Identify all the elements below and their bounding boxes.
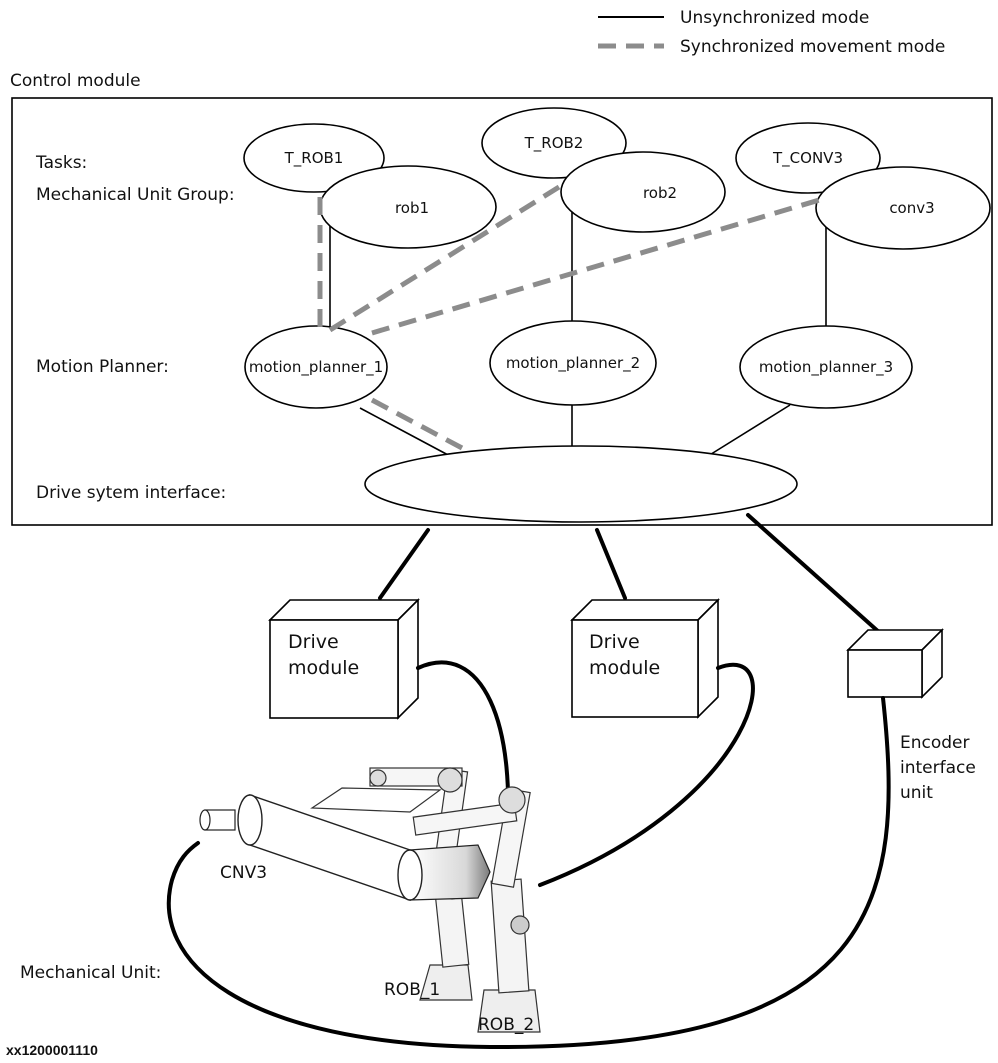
task-label-3: T_CONV3 [772,149,843,168]
encoder-interface-unit [846,628,944,699]
sync-links [317,179,827,451]
legend-sync-label: Synchronized movement mode [680,37,945,57]
task-label-2: T_ROB2 [524,134,584,153]
planner-label-1: motion_planner_1 [249,358,383,377]
legend: Unsynchronized mode Synchronized movemen… [598,8,945,57]
drive-module-2: Drive module [570,598,720,719]
rob2-label: ROB_2 [478,1015,534,1035]
encoder-label-line3: unit [900,783,933,803]
figure-id: xx1200001110 [6,1042,98,1058]
planner-node-3 [739,325,913,409]
link-planner3-drive [707,404,791,457]
sync-link-drive [370,397,464,451]
cable-dm2-rob2 [538,662,755,887]
encoder-label-line2: interface [900,758,976,778]
drive-module-1-line2: module [288,657,359,679]
link-planner1-drive [359,407,451,457]
mechanical-unit-label: Mechanical Unit: [20,963,161,983]
conveyor-label: CNV3 [220,863,267,883]
cable-drive-module-1 [378,528,430,600]
mechanical-units-illustration [199,767,541,1033]
group-label-1: rob1 [395,199,429,217]
task-label-1: T_ROB1 [284,149,344,168]
control-module-title: Control module [10,71,141,91]
task-node-1 [243,123,385,193]
sync-link-rob2 [328,179,569,333]
planner-node-1 [244,325,388,409]
encoder-label-line1: Encoder [900,733,970,753]
cable-drive-module-2 [595,528,627,600]
drive-module-1: Drive module [268,598,420,720]
task-node-3 [735,122,881,194]
drive-system-interface [364,445,798,523]
planner-label-3: motion_planner_3 [759,358,893,377]
rob1-label: ROB_1 [384,980,440,1000]
planner-node-2 [489,320,657,406]
legend-unsync-label: Unsynchronized mode [680,8,869,28]
drive-module-2-line1: Drive [589,631,640,653]
row-label-drive: Drive sytem interface: [36,483,226,503]
row-label-group: Mechanical Unit Group: [36,185,235,205]
planner-label-2: motion_planner_2 [506,354,640,373]
sync-link-conv3 [371,195,827,336]
drive-module-2-line2: module [589,657,660,679]
group-node-3 [815,166,991,250]
group-node-2 [560,151,726,233]
cable-encoder-conveyor [166,696,891,1050]
group-label-3: conv3 [889,199,934,217]
robot-2-icon [412,786,541,1033]
group-label-2: rob2 [643,184,677,202]
conveyor-icon [199,787,491,901]
task-node-2 [481,107,627,179]
row-label-planner: Motion Planner: [36,357,169,377]
row-label-tasks: Tasks: [35,153,87,173]
drive-module-1-line1: Drive [288,631,339,653]
control-module-box [11,97,993,526]
cable-encoder [746,513,882,635]
